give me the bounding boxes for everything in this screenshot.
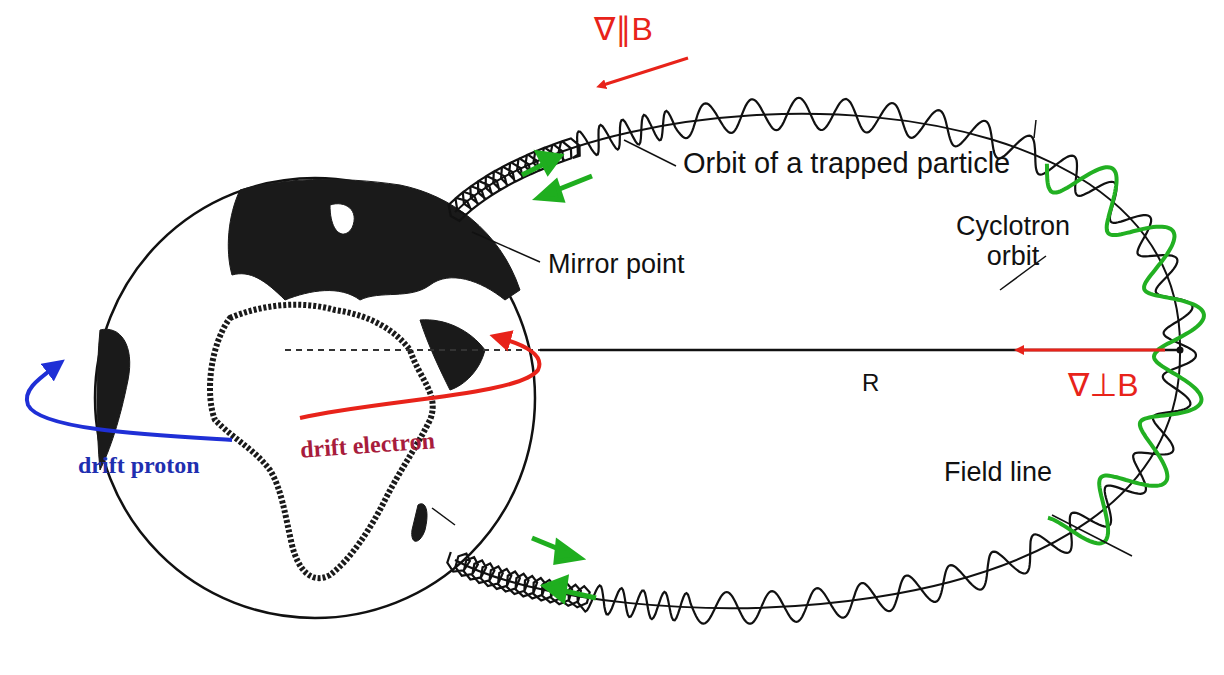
field-line-label: Field line <box>944 458 1052 488</box>
electron-drift-arrow <box>300 338 539 418</box>
parallel-gradient-arrow <box>600 58 688 86</box>
gradient-label: ∇⊥B <box>1068 368 1139 403</box>
gradient-label: ∇∥B <box>594 12 653 47</box>
cyclotron-wave <box>1047 164 1204 544</box>
radius-dashed <box>285 349 540 351</box>
radius-label: R <box>862 370 879 396</box>
drift-label: drift proton <box>78 452 200 478</box>
orbit-label: Orbit of a trapped particle <box>683 148 1010 180</box>
cyclotron-label: Cyclotron orbit <box>938 212 1088 271</box>
earth-outline <box>95 178 535 618</box>
mirror-label: Mirror point <box>548 250 685 280</box>
perp-gradient-arrow <box>1018 349 1165 352</box>
leader-lines <box>432 120 1132 556</box>
trapped-orbit <box>447 98 1204 624</box>
radius-line <box>540 349 1180 352</box>
continents <box>97 179 520 578</box>
proton-drift-arrow <box>27 366 232 440</box>
